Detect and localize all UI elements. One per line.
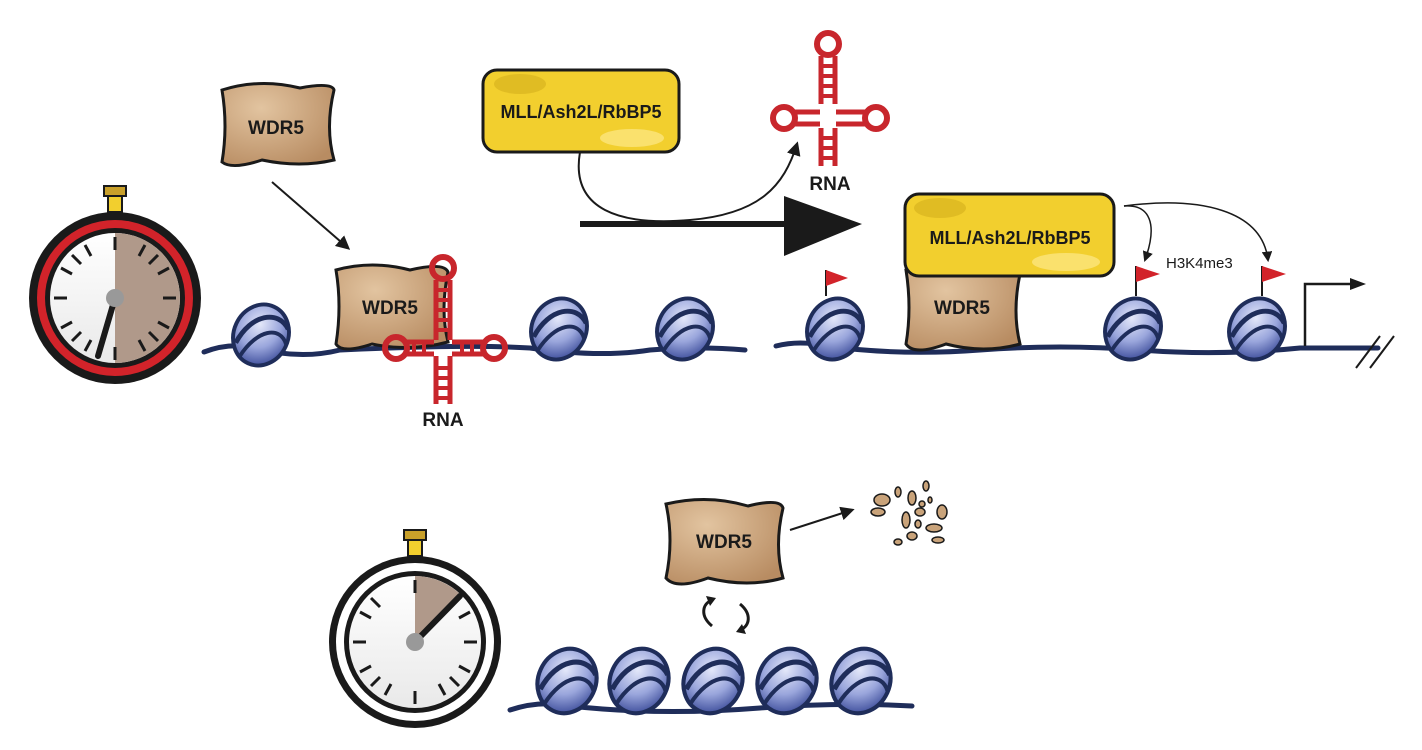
clock-icon-long [29, 185, 201, 384]
wdr5-label-free: WDR5 [248, 118, 304, 139]
rna-bound-icon [382, 254, 508, 404]
arrow-wdr5-binding [271, 181, 351, 250]
arrow-methylation-1 [1123, 205, 1153, 262]
nucleosome [797, 289, 873, 368]
rna-label-released: RNA [809, 174, 850, 195]
wdr5-protein-complex: WDR5 [904, 264, 1022, 352]
complex-bound: MLL/Ash2L/RbBP5 [903, 192, 1116, 278]
h3k4me3-label: H3K4me3 [1166, 255, 1233, 272]
wdr5-label-unstable: WDR5 [696, 532, 752, 553]
rna-label-bound: RNA [422, 410, 463, 431]
dna-strand-right [773, 340, 1381, 356]
wdr5-label-complex: WDR5 [934, 298, 990, 319]
degraded-fragments-icon [870, 480, 948, 546]
arrow-methylation-2 [1123, 202, 1273, 263]
nucleosome [223, 295, 299, 374]
wdr5-protein-bound: WDR5 [334, 263, 450, 351]
nucleosome [647, 289, 723, 368]
nucleosome [521, 289, 597, 368]
dna-break-marks [1355, 335, 1395, 369]
nucleosome [821, 639, 901, 723]
wdr5-protein-free: WDR5 [220, 81, 336, 167]
clock-icon-short [329, 529, 501, 728]
transcription-start-arrow-icon [1303, 278, 1366, 346]
arrow-rna-release [577, 141, 801, 223]
main-reaction-arrow [580, 196, 862, 256]
complex-free: MLL/Ash2L/RbBP5 [481, 68, 681, 154]
nucleosome [1095, 289, 1171, 368]
wdr5-label-bound: WDR5 [362, 298, 418, 319]
h3k4me3-flag-icon [825, 270, 848, 296]
complex-label-bound: MLL/Ash2L/RbBP5 [929, 228, 1090, 248]
h3k4me3-flag-icon [1135, 266, 1160, 296]
h3k4me3-flag-icon [1261, 266, 1286, 296]
arrow-degradation [789, 506, 855, 531]
rna-released-icon [770, 30, 890, 166]
nucleosome [1219, 289, 1295, 368]
exchange-arrows-icon [702, 596, 750, 634]
complex-label-free: MLL/Ash2L/RbBP5 [500, 102, 661, 122]
wdr5-protein-unstable: WDR5 [664, 498, 785, 586]
